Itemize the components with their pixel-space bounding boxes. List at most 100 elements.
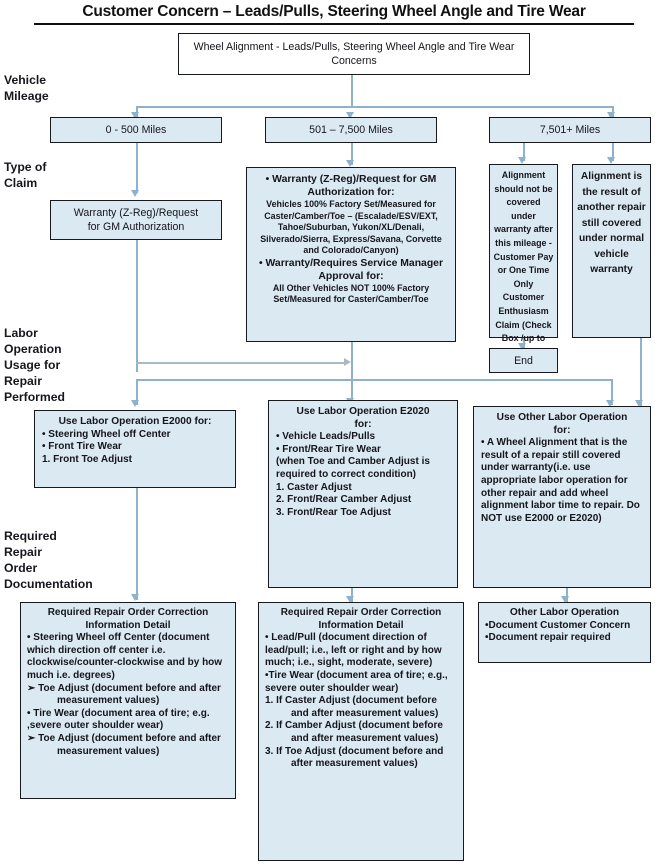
stage-label-labor-l5: Performed — [4, 390, 65, 404]
mileage-box-501-7500[interactable]: 501 – 7,500 Miles — [265, 117, 437, 143]
connector-labor-bus — [136, 379, 611, 381]
stage-label-req-l1: Required — [4, 529, 57, 543]
connector-m1-down — [351, 143, 353, 165]
connector-claimlow-to-mid — [136, 362, 344, 364]
connector-m2-right-down — [612, 143, 614, 161]
doc-left-item-2: • Tire Wear (document area of tire; e.g.… — [27, 707, 210, 732]
connector-labor-bus-left — [136, 379, 138, 405]
claim-box-high-mileage-customer-pay[interactable]: Alignment should not be covered under wa… — [489, 164, 558, 357]
claim-box-low-mileage[interactable]: Warranty (Z-Reg)/Request for GM Authoriz… — [50, 200, 222, 240]
labor-other-body: • A Wheel Alignment that is the result o… — [481, 437, 640, 524]
stage-label-labor-operation: Labor Operation Usage for Repair Perform… — [4, 325, 114, 405]
arrow-to-mileage-1 — [346, 112, 354, 119]
arrow-to-claim-mid — [346, 160, 354, 167]
stage-label-req-l4: Documentation — [4, 577, 93, 591]
labor-e2020-item-0: • Vehicle Leads/Pulls — [276, 431, 376, 443]
doc-mid-item-4: 3. If Toe Adjust (document before and af… — [265, 745, 444, 770]
connector-claimmid-down — [351, 342, 353, 404]
arrow-to-mileage-0 — [131, 112, 139, 119]
labor-other-head-l2: for: — [553, 424, 571, 436]
stage-label-req-l3: Order — [4, 561, 38, 575]
doc-left-item-0: • Steering Wheel off Center (document wh… — [27, 632, 223, 681]
claim-high-a-text: Alignment should not be covered under wa… — [493, 170, 554, 357]
arrow-to-end — [518, 343, 526, 350]
labor-e2000-item-1: • Front Tire Wear — [42, 441, 122, 453]
end-node[interactable]: End — [489, 348, 558, 373]
arrow-to-high-b — [607, 157, 615, 164]
mileage-box-0-500-label: 0 - 500 Miles — [105, 124, 167, 136]
stage-label-type-of-claim: Type of Claim — [4, 159, 114, 191]
claim-mid-bullet1-body: Vehicles 100% Factory Set/Measured for C… — [260, 199, 442, 255]
doc-mid-item-1: •Tire Wear (document area of tire; e.g.,… — [265, 669, 448, 694]
mileage-box-7501-plus-label: 7,501+ Miles — [539, 124, 601, 136]
claim-box-mid-mileage[interactable]: • Warranty (Z-Reg)/Request for GM Author… — [246, 167, 456, 342]
doc-box-left[interactable]: Required Repair Order Correction Informa… — [20, 602, 236, 799]
connector-root-down — [351, 75, 353, 107]
stage-label-vehicle-mileage-l1: Vehicle — [4, 73, 47, 87]
arrow-to-doc-mid — [346, 596, 354, 603]
stage-label-type-of-claim-l2: Claim — [4, 176, 38, 190]
mileage-box-7501-plus[interactable]: 7,501+ Miles — [489, 117, 651, 143]
stage-label-type-of-claim-l1: Type of — [4, 160, 47, 174]
doc-left-head-l2: Information Detail — [85, 619, 171, 631]
connector-e2020-doc — [351, 588, 353, 602]
labor-box-e2000[interactable]: Use Labor Operation E2000 for: • Steerin… — [34, 410, 236, 488]
doc-mid-item-3: 2. If Camber Adjust (document before and… — [265, 720, 443, 744]
doc-left-item-1: ➢ Toe Adjust (document before and after … — [27, 682, 221, 707]
connector-m0-down — [136, 143, 138, 193]
arrow-claimlow-to-mid — [344, 358, 351, 366]
stage-label-req-l2: Repair — [4, 545, 42, 559]
mileage-box-0-500[interactable]: 0 - 500 Miles — [50, 117, 222, 143]
connector-claimlow-down — [136, 240, 138, 372]
root-node[interactable]: Wheel Alignment - Leads/Pulls, Steering … — [178, 33, 530, 75]
doc-right-item-1: •Document repair required — [485, 632, 611, 644]
doc-box-middle[interactable]: Required Repair Order Correction Informa… — [258, 602, 464, 861]
doc-mid-item-2: 1. If Caster Adjust (document before and… — [265, 695, 439, 719]
arrow-highb-to-other — [635, 400, 643, 407]
root-node-text: Wheel Alignment - Leads/Pulls, Steering … — [193, 41, 515, 67]
labor-e2020-head-l2: for: — [354, 418, 372, 430]
connector-bus-right — [612, 106, 614, 117]
stage-label-vehicle-mileage: Vehicle Mileage — [4, 72, 114, 104]
doc-mid-item-0: • Lead/Pull (document direction of lead/… — [265, 632, 442, 669]
claim-box-low-mileage-text: Warranty (Z-Reg)/Request for GM Authoriz… — [74, 206, 198, 234]
arrow-to-mileage-2 — [607, 112, 615, 119]
claim-low-line1: Warranty (Z-Reg)/Request — [73, 207, 199, 219]
labor-e2020-item-3: 1. Caster Adjust — [276, 481, 352, 493]
stage-label-labor-l2: Operation — [4, 342, 62, 356]
connector-e2000-doc — [136, 488, 138, 600]
page-title: Customer Concern – Leads/Pulls, Steering… — [34, 3, 634, 25]
connector-other-doc — [566, 588, 568, 602]
claim-low-line2: for GM Authorization — [87, 221, 185, 233]
end-node-label: End — [514, 354, 533, 367]
doc-left-item-3: ➢ Toe Adjust (document before and after … — [27, 732, 221, 757]
labor-box-e2020[interactable]: Use Labor Operation E2020 for: • Vehicle… — [268, 400, 458, 588]
labor-e2000-head: Use Labor Operation E2000 for: — [58, 416, 212, 427]
labor-other-head-l1: Use Other Labor Operation — [496, 412, 628, 423]
claim-mid-bullet2-head: • Warranty/Requires Service Manager Appr… — [258, 257, 443, 282]
labor-e2000-item-2: 1. Front Toe Adjust — [42, 453, 132, 465]
connector-bus-left — [136, 106, 138, 117]
labor-e2020-head-l1: Use Labor Operation E2020 — [296, 406, 430, 417]
labor-box-other[interactable]: Use Other Labor Operation for: • A Wheel… — [473, 406, 651, 588]
labor-e2020-item-2: (when Toe and Camber Adjust is required … — [276, 456, 430, 480]
stage-label-vehicle-mileage-l2: Mileage — [4, 89, 49, 103]
stage-label-labor-l1: Labor — [4, 326, 38, 340]
claim-mid-bullet1-head: • Warranty (Z-Reg)/Request for GM Author… — [265, 174, 437, 198]
doc-mid-head-l2: Information Detail — [318, 619, 404, 631]
doc-box-right[interactable]: Other Labor Operation •Document Customer… — [478, 602, 651, 663]
arrow-to-high-a — [518, 157, 526, 164]
claim-high-b-text: Alignment is the result of another repai… — [577, 171, 646, 275]
arrow-to-doc-left — [131, 594, 139, 601]
labor-e2020-item-4: 2. Front/Rear Camber Adjust — [276, 494, 412, 506]
doc-left-head-l1: Required Repair Order Correction — [47, 607, 209, 618]
stage-label-required-repair: Required Repair Order Documentation — [4, 528, 114, 592]
connector-highb-down — [640, 338, 642, 406]
labor-e2020-item-1: • Front/Rear Tire Wear — [276, 443, 381, 455]
claim-box-high-mileage-result-of-repair[interactable]: Alignment is the result of another repai… — [572, 164, 651, 338]
doc-right-item-0: •Document Customer Concern — [485, 619, 631, 631]
arrow-to-claim-low — [131, 190, 139, 197]
claim-mid-bullet2-body: All Other Vehicles NOT 100% Factory Set/… — [272, 282, 430, 305]
mileage-box-501-7500-label: 501 – 7,500 Miles — [309, 124, 393, 136]
